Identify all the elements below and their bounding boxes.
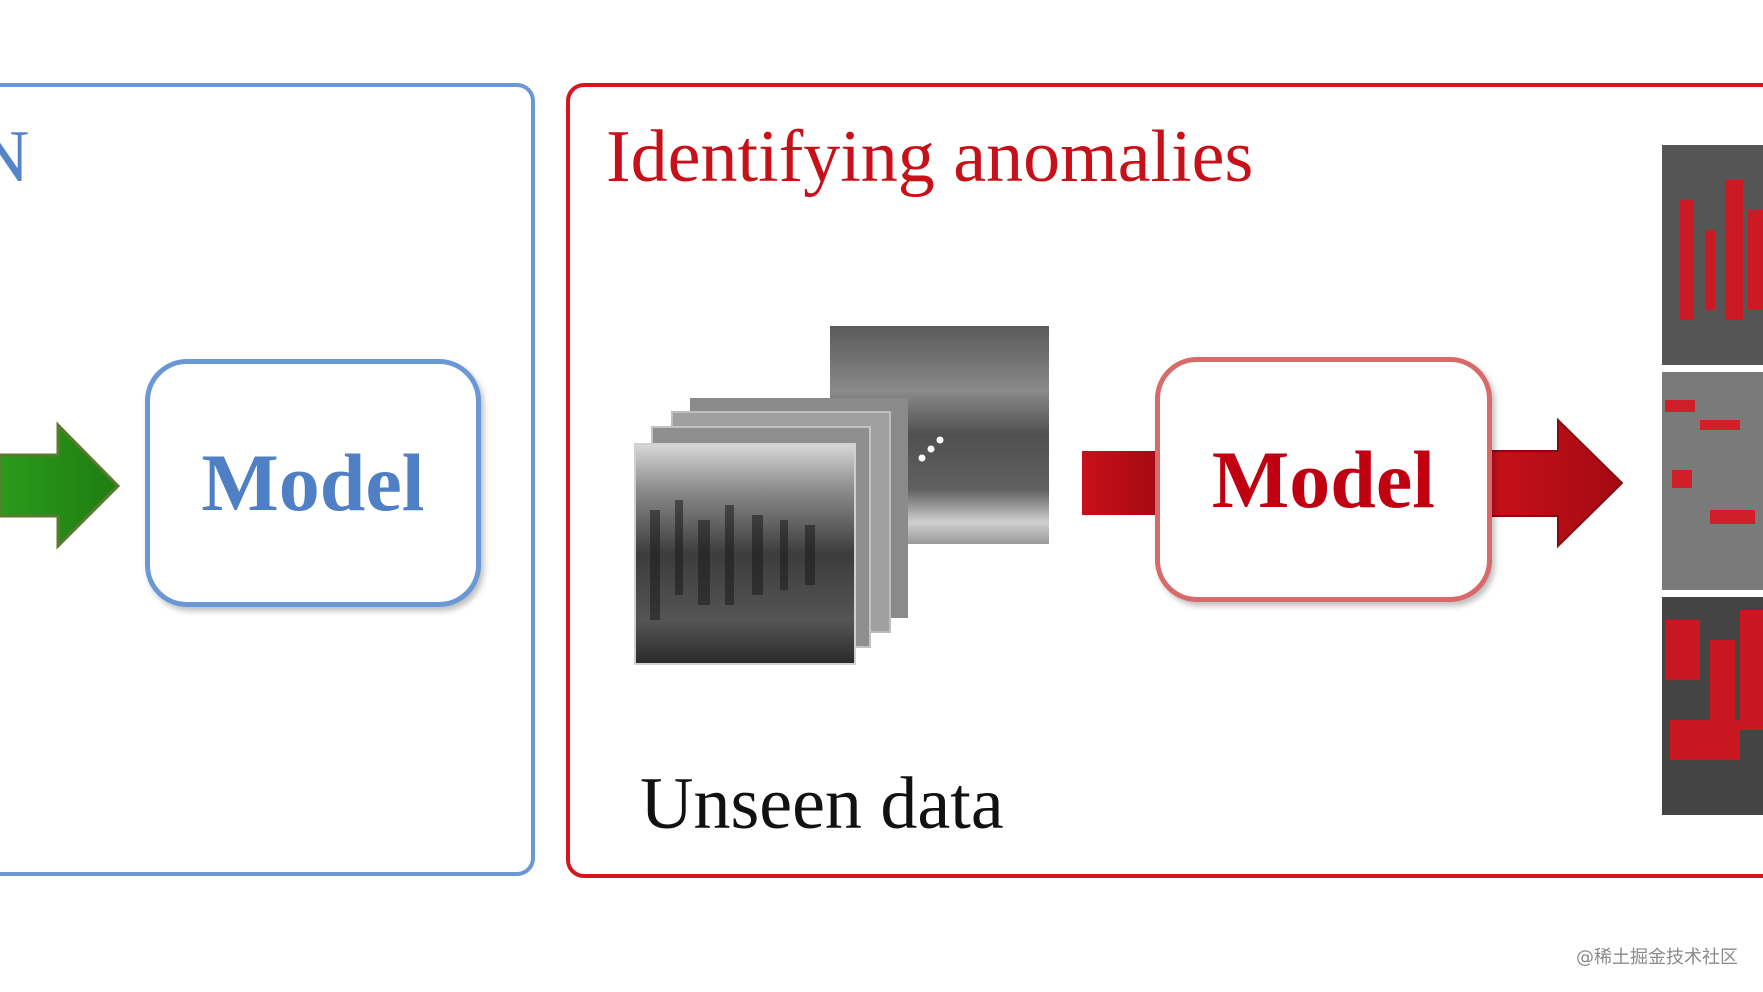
unseen-image-stack [634,326,1049,665]
anomaly-panel-title: Identifying anomalies [606,116,1254,198]
training-panel-title: N [0,116,30,198]
red-input-arrow-icon [1082,451,1162,515]
watermark: @稀土掘金技术社区 [1576,947,1738,968]
green-arrow-icon [0,421,121,550]
training-model-box: Model [145,359,481,607]
unseen-data-label: Unseen data [640,763,1004,845]
anomaly-output-images [1662,145,1763,815]
red-output-arrow-icon [1489,417,1624,549]
anomaly-panel [566,83,1763,878]
training-panel [0,83,535,876]
anomaly-model-box: Model [1155,357,1492,602]
